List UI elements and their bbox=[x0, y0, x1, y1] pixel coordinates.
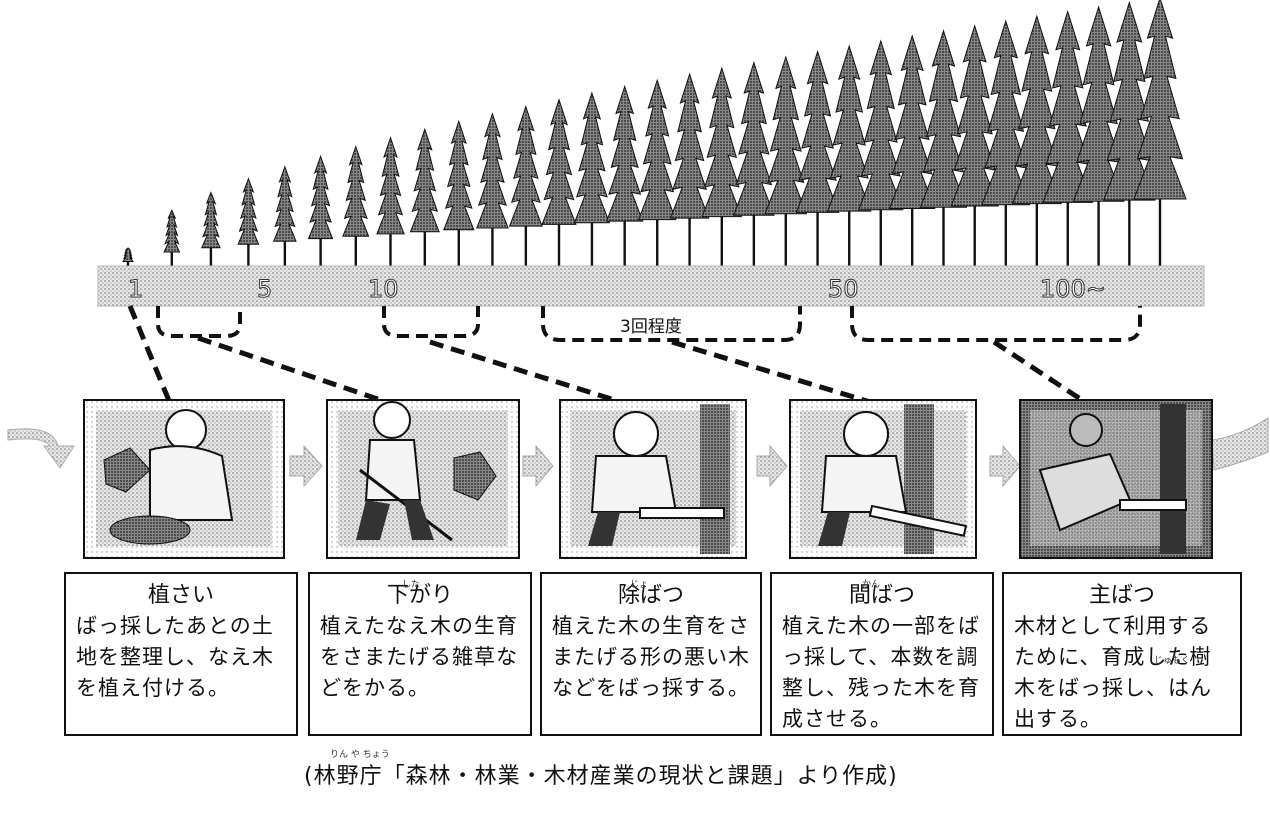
flow-arrow-left-icon bbox=[7, 428, 75, 469]
stage-text-planting: ばっ採したあとの土地を整理し、なえ木を植え付ける。 bbox=[76, 614, 274, 700]
conifer-tree-6 bbox=[307, 154, 334, 266]
tick-label-5: 5 bbox=[257, 275, 272, 303]
stage-text-weeding: 植えたなえ木の生育をさまたげる雑草などをかる。 bbox=[320, 614, 518, 700]
connector-weeding bbox=[197, 335, 405, 411]
bracket-weeding bbox=[156, 306, 242, 338]
stage-box-weeding: した 下がり 植えたなえ木の生育をさまたげる雑草などをかる。 bbox=[308, 572, 532, 736]
conifer-tree-19 bbox=[732, 60, 775, 266]
conifer-tree-11 bbox=[476, 112, 509, 266]
source-caption: (林野庁「森林・林業・木材産業の現状と課題」より作成) bbox=[304, 764, 898, 789]
conifer-tree-3 bbox=[201, 191, 221, 266]
conifer-tree-12 bbox=[508, 104, 543, 266]
conifer-tree-24 bbox=[888, 34, 936, 266]
conifer-tree-16 bbox=[637, 78, 677, 266]
connector-cleaning bbox=[429, 339, 641, 411]
flow-arrow-4-icon bbox=[989, 444, 1021, 488]
bracket-cleaning bbox=[382, 306, 480, 338]
connector-planting bbox=[127, 305, 175, 409]
conifer-tree-10 bbox=[443, 119, 475, 266]
stage-text-final-harvest: 木材として利用するために、育成した樹木をばっ採し、はん出する。 bbox=[1014, 614, 1212, 731]
stage-ruby-thinning: かん bbox=[862, 580, 881, 590]
stage-title-cleaning-cut: 除ばつ bbox=[617, 583, 684, 608]
stage-text-thinning: 植えた木の一部をばっ採して、本数を調整し、残った木を育成させる。 bbox=[782, 614, 980, 731]
stage-ruby-cleaning-cut: じょ bbox=[630, 580, 649, 590]
conifer-tree-1 bbox=[122, 247, 134, 266]
conifer-tree-20 bbox=[764, 55, 808, 266]
conifer-tree-22 bbox=[826, 44, 872, 266]
tick-label-100: 100~ bbox=[1040, 275, 1106, 303]
stage-box-final-harvest: 主ばつ 木材として利用するために、育成した樹木をばっ採し、はん出する。 じゅもく bbox=[1002, 572, 1242, 736]
conifer-tree-5 bbox=[272, 165, 297, 266]
conifer-tree-7 bbox=[342, 145, 370, 266]
bracket-thinning bbox=[541, 306, 802, 342]
connector-harvest bbox=[992, 339, 1096, 411]
flow-arrow-1-icon bbox=[289, 444, 323, 488]
stage-box-cleaning-cut: じょ 除ばつ 植えた木の生育をさまたげる形の悪い木などをばっ採する。 bbox=[540, 572, 762, 736]
ruby-jumoku: じゅもく bbox=[1154, 656, 1191, 666]
illustration-weeding bbox=[326, 399, 520, 559]
tree-growth-row bbox=[122, 0, 1187, 267]
conifer-tree-8 bbox=[376, 136, 405, 266]
conifer-tree-18 bbox=[701, 66, 743, 266]
source-ruby: りん や ちょう bbox=[330, 750, 390, 760]
conifer-tree-13 bbox=[541, 98, 577, 266]
bracket-harvest bbox=[850, 306, 1142, 342]
conifer-tree-23 bbox=[857, 39, 904, 266]
tick-label-50: 50 bbox=[828, 275, 859, 303]
flow-arrow-3-icon bbox=[756, 444, 788, 488]
illustration-planting bbox=[83, 399, 285, 559]
conifer-tree-17 bbox=[669, 72, 710, 266]
conifer-tree-15 bbox=[605, 84, 644, 266]
conifer-tree-32 bbox=[1133, 0, 1187, 266]
conifer-tree-2 bbox=[163, 208, 181, 266]
conifer-tree-9 bbox=[409, 127, 440, 266]
stage-ruby-weeding: した bbox=[402, 580, 421, 590]
thinning-count-label: 3回程度 bbox=[620, 317, 682, 337]
illustration-cleaning-cut bbox=[559, 399, 747, 559]
stage-text-cleaning-cut: 植えた木の生育をさまたげる形の悪い木などをばっ採する。 bbox=[552, 614, 750, 700]
stage-title-thinning: 間ばつ bbox=[848, 583, 915, 608]
conifer-tree-21 bbox=[795, 49, 840, 266]
timeline-band bbox=[97, 265, 1205, 307]
stage-title-weeding: 下がり bbox=[386, 583, 453, 608]
illustration-final-harvest bbox=[1019, 399, 1213, 559]
conifer-tree-4 bbox=[237, 177, 260, 266]
stage-box-thinning: かん 間ばつ 植えた木の一部をばっ採して、本数を調整し、残った木を育成させる。 bbox=[770, 572, 994, 736]
tick-label-1: 1 bbox=[128, 275, 143, 303]
tick-label-10: 10 bbox=[368, 275, 399, 303]
conifer-tree-26 bbox=[950, 24, 999, 266]
stage-title-planting: 植さい bbox=[147, 583, 214, 608]
flow-arrow-right-icon bbox=[1211, 417, 1269, 471]
stage-box-planting: 植さい ばっ採したあとの土地を整理し、なえ木を植え付ける。 bbox=[64, 572, 298, 736]
conifer-tree-27 bbox=[981, 19, 1031, 266]
flow-arrow-2-icon bbox=[522, 444, 554, 488]
stage-title-final-harvest: 主ばつ bbox=[1088, 583, 1155, 608]
conifer-tree-25 bbox=[919, 29, 968, 266]
conifer-tree-14 bbox=[573, 91, 611, 266]
illustration-thinning bbox=[789, 399, 977, 559]
connector-thinning bbox=[671, 339, 891, 411]
